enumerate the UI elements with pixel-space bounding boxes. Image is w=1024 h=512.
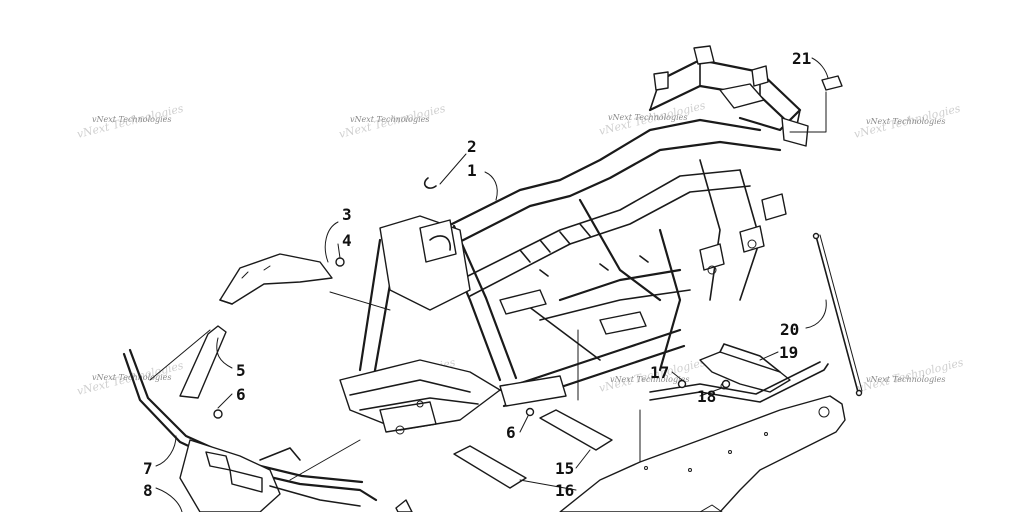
callout-7: 7 [143, 459, 153, 478]
callout-21: 21 [792, 49, 811, 68]
callout-18: 18 [697, 387, 716, 406]
callout-6: 6 [236, 385, 246, 404]
front-strut [179, 325, 227, 399]
watermark: vNext Technologies [92, 115, 171, 124]
callout-17: 17 [650, 363, 669, 382]
leader-lines [149, 57, 829, 512]
decal-pad [821, 75, 843, 91]
callout-labels: 2 1 3 4 5 6 6 7 8 15 16 17 18 19 20 21 [143, 49, 811, 500]
watermark: vNext Technologies [866, 117, 945, 126]
callout-1: 1 [467, 161, 477, 180]
callout-6-lower: 6 [506, 423, 516, 442]
watermark: vNext Technologies [866, 375, 945, 384]
skid-plate [559, 395, 846, 512]
nut-4 [335, 257, 345, 267]
front-bumper [122, 348, 413, 512]
main-frame [339, 45, 809, 435]
front-bumper-bracket [219, 253, 333, 305]
clip-2 [423, 177, 437, 189]
nut-18 [721, 379, 731, 389]
tension-rod [812, 232, 863, 397]
nut-6a [213, 409, 223, 419]
callout-4: 4 [342, 231, 352, 250]
callout-15: 15 [555, 459, 574, 478]
callout-16: 16 [555, 481, 574, 500]
nut-6b [525, 407, 535, 417]
watermark: vNext Technologies [350, 115, 429, 124]
callout-8: 8 [143, 481, 153, 500]
watermark: vNext Technologies [610, 375, 689, 384]
callout-19: 19 [779, 343, 798, 362]
bolt-17 [677, 379, 687, 389]
callout-3: 3 [342, 205, 352, 224]
floor-pad-left [453, 445, 527, 489]
callout-20: 20 [780, 320, 799, 339]
callout-2: 2 [467, 137, 477, 156]
callout-5: 5 [236, 361, 246, 380]
watermark: vNext Technologies [608, 113, 687, 122]
floor-pad-right [539, 409, 613, 451]
